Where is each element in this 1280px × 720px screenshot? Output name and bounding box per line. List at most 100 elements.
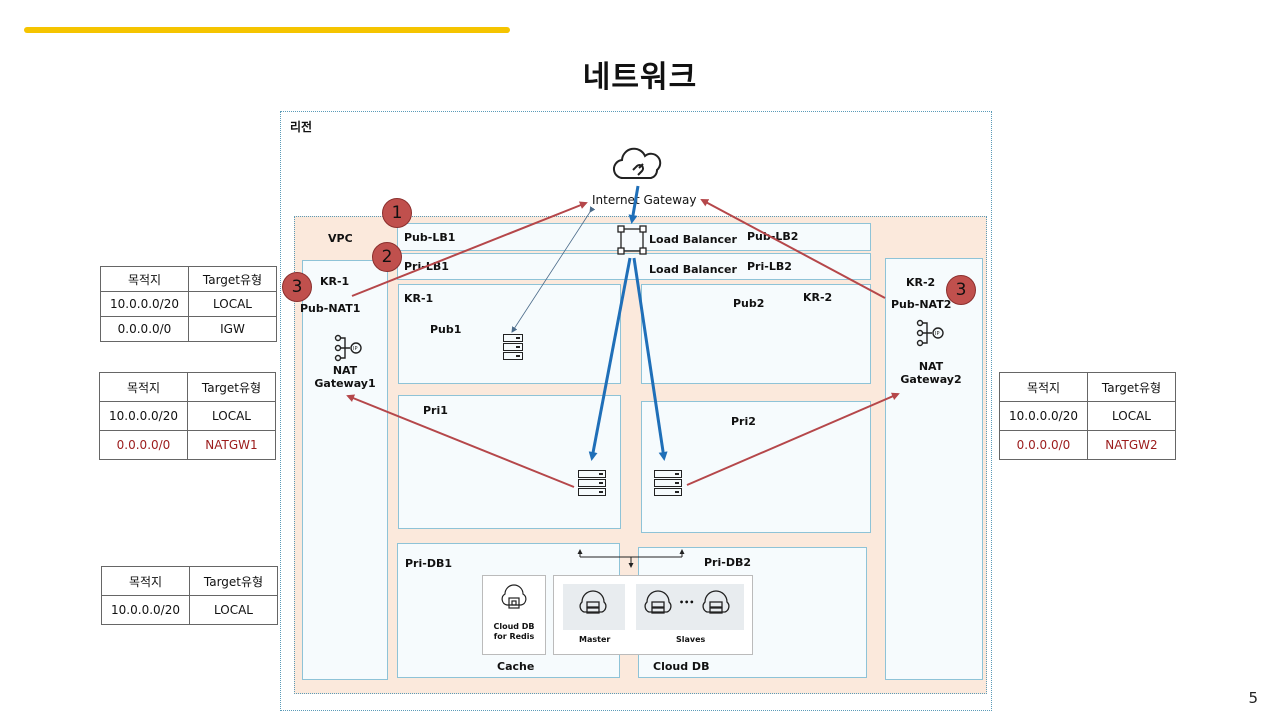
cell-destination: 10.0.0.0/20 [101, 595, 190, 625]
col-header-destination: 목적지 [999, 372, 1088, 402]
cell-target: LOCAL [1087, 401, 1176, 431]
col-header-destination: 목적지 [99, 372, 188, 402]
pub-lb2-label: Pub-LB2 [747, 230, 799, 243]
db-replication-connector [577, 549, 685, 568]
step-badge-3-left: 3 [282, 272, 312, 302]
load-balancer-label-1: Load Balancer [649, 233, 737, 246]
igw-to-lb-arrow [628, 185, 640, 224]
load-balancer-label-2: Load Balancer [649, 263, 737, 276]
kr2-right-label: KR-2 [906, 276, 936, 289]
pub-nat2-label: Pub-NAT2 [891, 298, 952, 311]
table-row: 0.0.0.0/0 NATGW1 [99, 430, 276, 460]
route-table-db: 목적지 Target유형 10.0.0.0/20 LOCAL [101, 566, 278, 625]
route-table-pri1: 목적지 Target유형 10.0.0.0/20 LOCAL 0.0.0.0/0… [99, 372, 276, 460]
cell-destination: 0.0.0.0/0 [100, 316, 189, 342]
title-accent-bar [24, 27, 510, 33]
db-slave2-icon [702, 590, 730, 614]
col-header-target-type: Target유형 [188, 266, 277, 292]
kr2-mid-label: KR-2 [803, 291, 833, 304]
table-row: 10.0.0.0/20 LOCAL [99, 401, 276, 431]
redis-card [482, 575, 546, 655]
cloud-db-label: Cloud DB [653, 660, 710, 673]
cell-target: LOCAL [188, 291, 277, 317]
col-header-target-type: Target유형 [187, 372, 276, 402]
igw-to-pub1-arrow [511, 206, 596, 333]
nat1-line1: NAT [332, 364, 358, 377]
table-row: 10.0.0.0/20 LOCAL [999, 401, 1176, 431]
lb-to-pri1-arrow [588, 257, 632, 461]
pub-nat1-label: Pub-NAT1 [300, 302, 361, 315]
cache-label: Cache [497, 660, 535, 673]
nat-gateway1-icon: IP [334, 334, 362, 362]
col-header-destination: 목적지 [100, 266, 189, 292]
cell-destination: 10.0.0.0/20 [999, 401, 1088, 431]
redis-label-line2: for Redis [493, 632, 535, 641]
table-row: 0.0.0.0/0 NATGW2 [999, 430, 1176, 460]
vpc-label: VPC [328, 232, 353, 245]
cell-target: IGW [188, 316, 277, 342]
cell-target: NATGW2 [1087, 430, 1176, 460]
nat-gateway1-label: NAT Gateway1 [314, 364, 376, 390]
db-slave1-icon [644, 590, 672, 614]
table-header-row: 목적지 Target유형 [999, 372, 1176, 402]
svg-text:IP: IP [353, 346, 358, 352]
redis-label: Cloud DB for Redis [482, 622, 546, 642]
internet-gateway-label: Internet Gateway [592, 193, 697, 207]
cloud-link-icon [613, 147, 662, 180]
cell-target: NATGW1 [187, 430, 276, 460]
pri-lb2-label: Pri-LB2 [747, 260, 792, 273]
table-row: 0.0.0.0/0 IGW [100, 316, 277, 342]
nat2-line2: Gateway2 [900, 373, 962, 386]
pri2-server-icon [654, 470, 682, 500]
pub1-server-icon [503, 334, 523, 364]
table-header-row: 목적지 Target유형 [100, 266, 277, 292]
col-header-target-type: Target유형 [189, 566, 278, 596]
pri1-server-icon [578, 470, 606, 500]
db-master-icon [579, 590, 607, 614]
cell-destination: 10.0.0.0/20 [99, 401, 188, 431]
nat2-line1: NAT [918, 360, 944, 373]
pri1-label: Pri1 [423, 404, 448, 417]
cell-target: LOCAL [189, 595, 278, 625]
pub1-label: Pub1 [430, 323, 462, 336]
pri2-to-nat2-arrow [686, 392, 900, 486]
page-number: 5 [1248, 689, 1258, 707]
kr1-left-label: KR-1 [320, 275, 350, 288]
nat-gateway2-icon: IP [916, 319, 944, 347]
master-label: Master [579, 635, 611, 644]
step-badge-2: 2 [372, 242, 402, 272]
route-table-pub: 목적지 Target유형 10.0.0.0/20 LOCAL 0.0.0.0/0… [100, 266, 277, 342]
pub2-label: Pub2 [733, 297, 765, 310]
pri2-label: Pri2 [731, 415, 756, 428]
nat1-line2: Gateway1 [314, 377, 376, 390]
pri-db2-label: Pri-DB2 [704, 556, 751, 569]
az-kr1-nat-subnet [302, 260, 388, 680]
slaves-ellipsis: ••• [679, 598, 695, 607]
nat-gateway2-label: NAT Gateway2 [900, 360, 962, 386]
step-badge-1: 1 [382, 198, 412, 228]
table-row: 10.0.0.0/20 LOCAL [101, 595, 278, 625]
col-header-destination: 목적지 [101, 566, 190, 596]
cell-destination: 0.0.0.0/0 [99, 430, 188, 460]
step-badge-3-right: 3 [946, 275, 976, 305]
redis-label-line1: Cloud DB [493, 622, 535, 631]
az-kr2-nat-subnet [885, 258, 983, 680]
load-balancer-icon [617, 225, 647, 255]
cell-destination: 10.0.0.0/20 [100, 291, 189, 317]
cell-target: LOCAL [187, 401, 276, 431]
redis-chip-icon [501, 584, 527, 609]
table-header-row: 목적지 Target유형 [101, 566, 278, 596]
pri-db1-label: Pri-DB1 [405, 557, 452, 570]
pri1-to-nat1-arrow [346, 394, 575, 488]
col-header-target-type: Target유형 [1087, 372, 1176, 402]
lb-to-pri2-arrow [632, 257, 668, 461]
region-label: 리전 [290, 120, 313, 134]
slaves-label: Slaves [676, 635, 706, 644]
table-header-row: 목적지 Target유형 [99, 372, 276, 402]
kr1-mid-label: KR-1 [404, 292, 434, 305]
nat2-to-igw-arrow [700, 199, 886, 299]
svg-text:IP: IP [935, 331, 940, 337]
pub2-subnet [641, 284, 871, 384]
cell-destination: 0.0.0.0/0 [999, 430, 1088, 460]
